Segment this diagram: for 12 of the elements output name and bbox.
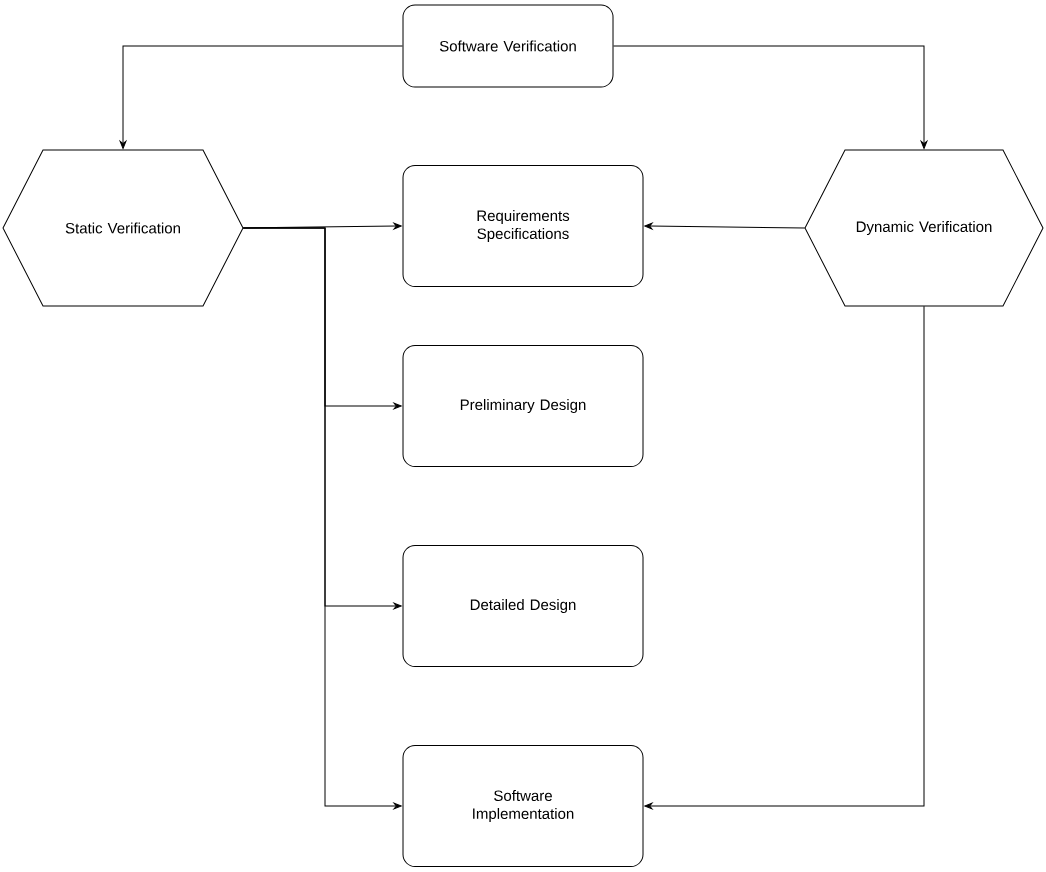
arrow [644,305,925,810]
arrow [613,45,928,149]
process-box: Preliminary Design [402,345,644,467]
process-box: Software Verification [402,4,614,88]
arrow [644,222,806,230]
arrow [242,227,402,810]
process-box: Requirements Specifications [402,165,644,287]
process-box: Detailed Design [402,545,644,667]
process-box: Software Implementation [402,745,644,867]
hexagon: Static Verification [2,149,244,307]
hexagon: Dynamic Verification [804,149,1044,307]
arrow [119,45,403,149]
